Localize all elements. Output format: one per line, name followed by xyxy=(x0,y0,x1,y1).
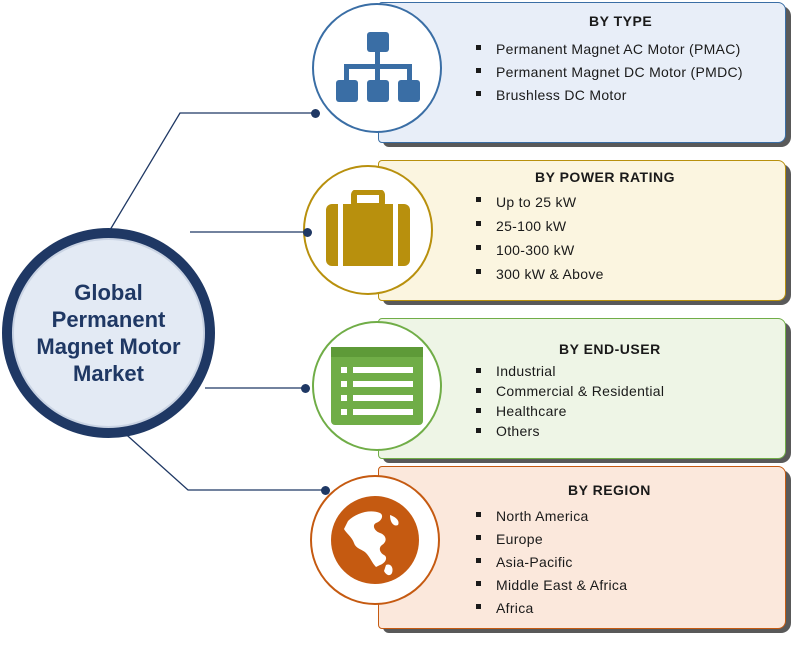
list-item: 300 kW & Above xyxy=(474,262,604,286)
power-icon-circle xyxy=(303,165,433,295)
list-item: Asia-Pacific xyxy=(474,551,627,574)
list-item: Permanent Magnet AC Motor (PMAC) xyxy=(474,38,743,61)
type-connector-dot xyxy=(311,109,320,118)
region-connector-dot xyxy=(321,486,330,495)
enduser-panel: BY END-USER Industrial Commercial & Resi… xyxy=(378,318,786,459)
list-item: Europe xyxy=(474,528,627,551)
hierarchy-icon xyxy=(336,32,420,102)
connector-type xyxy=(109,112,315,231)
region-icon-circle xyxy=(310,475,440,605)
list-item: Healthcare xyxy=(474,401,664,421)
center-title: Global Permanent Magnet Motor Market xyxy=(36,280,181,386)
list-document-icon xyxy=(331,347,423,425)
list-item: Industrial xyxy=(474,361,664,381)
type-list: Permanent Magnet AC Motor (PMAC) Permane… xyxy=(474,38,743,107)
list-item: Middle East & Africa xyxy=(474,574,627,597)
region-panel-title: BY REGION xyxy=(568,482,651,498)
enduser-list: Industrial Commercial & Residential Heal… xyxy=(474,361,664,441)
region-panel: BY REGION North America Europe Asia-Paci… xyxy=(378,466,786,629)
list-item: Commercial & Residential xyxy=(474,381,664,401)
type-icon-circle xyxy=(312,3,442,133)
list-item: 25-100 kW xyxy=(474,214,604,238)
enduser-icon-circle xyxy=(312,321,442,451)
list-item: North America xyxy=(474,505,627,528)
type-panel-title: BY TYPE xyxy=(589,13,653,29)
enduser-connector-dot xyxy=(301,384,310,393)
power-panel-title: BY POWER RATING xyxy=(535,169,675,185)
power-panel: BY POWER RATING Up to 25 kW 25-100 kW 10… xyxy=(378,160,786,301)
power-list: Up to 25 kW 25-100 kW 100-300 kW 300 kW … xyxy=(474,190,604,286)
center-topic-circle: Global Permanent Magnet Motor Market xyxy=(2,228,215,438)
list-item: 100-300 kW xyxy=(474,238,604,262)
region-list: North America Europe Asia-Pacific Middle… xyxy=(474,505,627,620)
list-item: Others xyxy=(474,421,664,441)
connector-region xyxy=(109,419,325,491)
briefcase-icon xyxy=(326,190,410,266)
list-item: Africa xyxy=(474,597,627,620)
enduser-panel-title: BY END-USER xyxy=(559,341,661,357)
globe-icon xyxy=(331,496,419,584)
power-connector-dot xyxy=(303,228,312,237)
list-item: Brushless DC Motor xyxy=(474,84,743,107)
list-item: Up to 25 kW xyxy=(474,190,604,214)
list-item: Permanent Magnet DC Motor (PMDC) xyxy=(474,61,743,84)
